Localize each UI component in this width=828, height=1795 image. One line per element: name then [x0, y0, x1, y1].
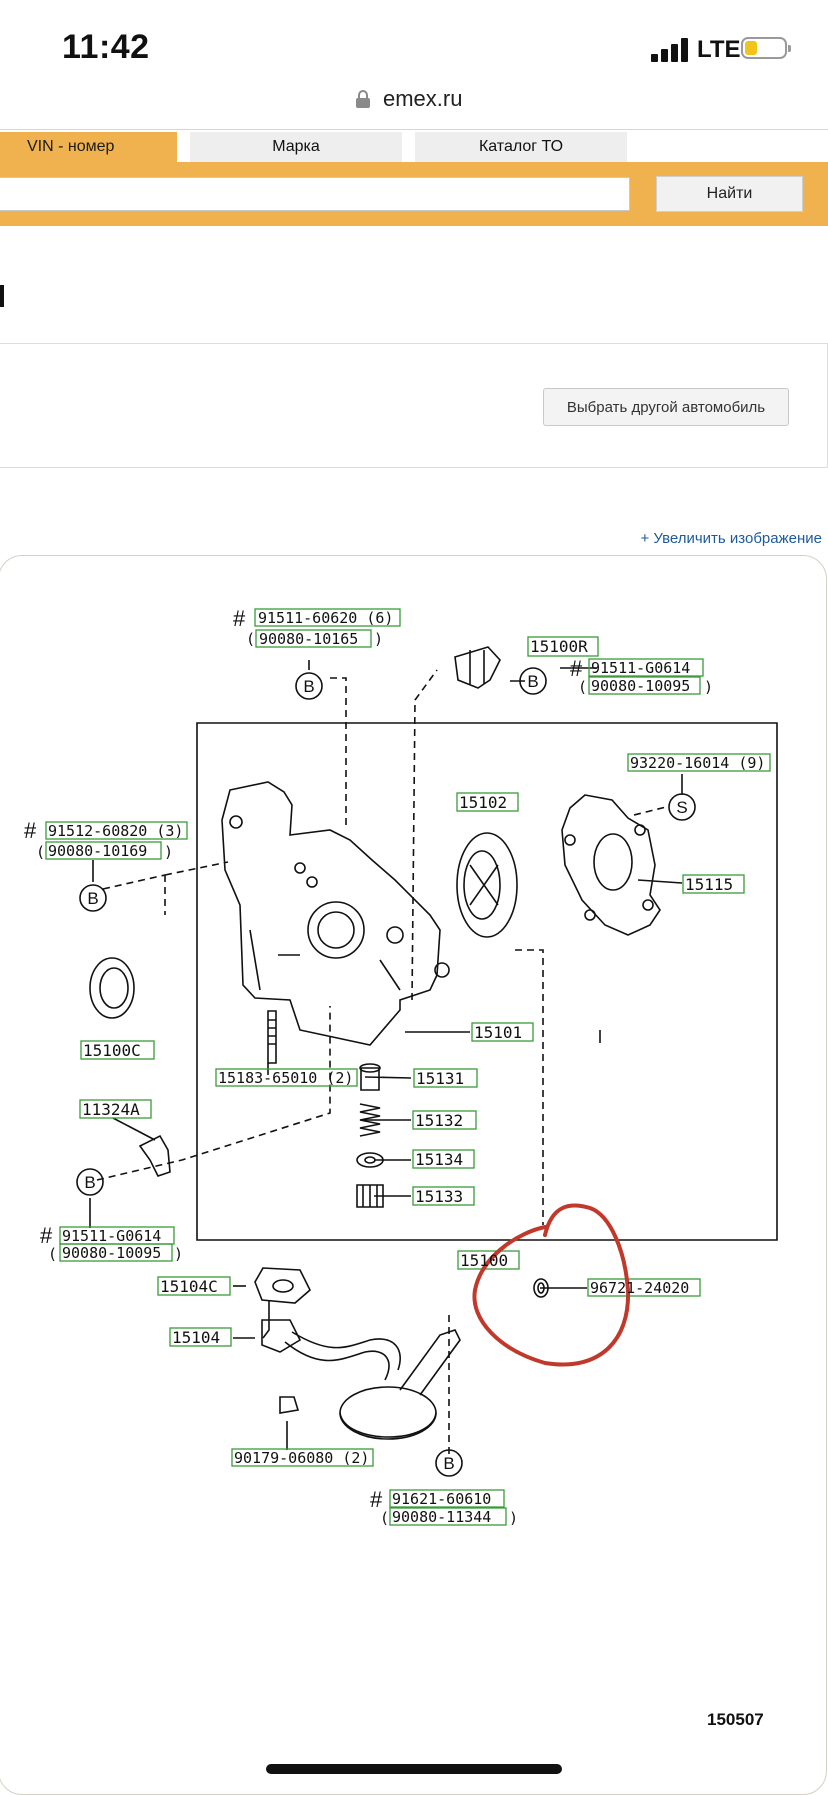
part-label[interactable]: 91511-60620 (6): [258, 609, 393, 627]
marker-b-left: [79, 884, 107, 912]
part-label[interactable]: 15104C: [160, 1277, 218, 1296]
part-label[interactable]: 90080-11344: [392, 1508, 491, 1526]
part-label[interactable]: 90080-10095: [62, 1244, 161, 1262]
paren: (: [380, 1509, 389, 1527]
assembly-box: [196, 722, 778, 1241]
marker-s-letter: S: [676, 798, 687, 817]
part-label[interactable]: 15134: [415, 1150, 463, 1169]
part-label[interactable]: 15104: [172, 1328, 220, 1347]
part-label[interactable]: 91621-60610: [392, 1490, 491, 1508]
washer: [356, 1152, 384, 1168]
part-label[interactable]: 15115: [685, 875, 733, 894]
part-label[interactable]: 90080-10169: [48, 842, 147, 860]
part-label[interactable]: 93220-16014 (9): [630, 754, 765, 772]
marker-b-lower-letter: B: [84, 1173, 95, 1192]
battery-icon: [741, 37, 791, 59]
paren: ): [174, 1245, 183, 1263]
bracket: [138, 1134, 171, 1177]
inner-rotor: [456, 832, 518, 938]
part-label[interactable]: 11324A: [82, 1100, 140, 1119]
address-divider: [0, 129, 828, 130]
paren: ): [509, 1509, 518, 1527]
plug: [356, 1184, 384, 1208]
oil-pump-body: [221, 781, 441, 1046]
sensor: [454, 646, 501, 689]
stud: [267, 1010, 277, 1064]
hash-mark: #: [40, 1223, 53, 1248]
search-input[interactable]: [0, 177, 630, 211]
gasket: [254, 1267, 311, 1304]
tab-brand[interactable]: Марка: [190, 132, 402, 162]
part-label[interactable]: 15131: [416, 1069, 464, 1088]
marker-b-left-letter: B: [87, 889, 98, 908]
marker-b-lower: [76, 1168, 104, 1196]
paren: ): [164, 843, 173, 861]
lock-icon: [356, 90, 370, 108]
tab-maintenance-catalog[interactable]: Каталог ТО: [415, 132, 627, 162]
oil-seal: [89, 957, 135, 1019]
figure-number: 150507: [707, 1710, 764, 1729]
home-indicator[interactable]: [266, 1764, 562, 1774]
oil-strainer: [261, 1319, 302, 1353]
enlarge-image-link[interactable]: + Увеличить изображение: [640, 530, 822, 547]
marker-b-right: [519, 667, 547, 695]
part-label[interactable]: 90080-10165: [259, 630, 358, 648]
part-label[interactable]: 15101: [474, 1023, 522, 1042]
part-label[interactable]: 15102: [459, 793, 507, 812]
marker-b-top-letter: B: [303, 677, 314, 696]
part-label[interactable]: 90080-10095: [591, 677, 690, 695]
url-text[interactable]: emex.ru: [383, 86, 463, 111]
part-label[interactable]: 15183-65010 (2): [218, 1069, 353, 1087]
part-label[interactable]: 15100C: [83, 1041, 141, 1060]
highlight-circle: [472, 1203, 631, 1367]
paren: (: [578, 678, 587, 696]
hash-mark: #: [24, 818, 37, 843]
relief-valve: [360, 1067, 380, 1091]
paren: ): [704, 678, 713, 696]
marker-s: [668, 793, 696, 821]
paren: ): [374, 630, 383, 648]
paren: (: [36, 843, 45, 861]
signal-icon: [651, 38, 689, 62]
paren: (: [246, 630, 255, 648]
hash-mark: #: [570, 656, 583, 681]
o-ring: [533, 1278, 549, 1298]
status-time: 11:42: [62, 28, 150, 66]
part-label[interactable]: 90179-06080 (2): [234, 1449, 369, 1467]
paren: (: [48, 1245, 57, 1263]
part-label[interactable]: 96721-24020: [590, 1279, 689, 1297]
hash-mark: #: [233, 606, 246, 631]
find-button[interactable]: Найти: [656, 176, 803, 212]
pump-cover: [561, 794, 661, 936]
part-label[interactable]: 91511-G0614: [591, 659, 690, 677]
page-title-fragment: [0, 285, 4, 307]
marker-b-right-letter: B: [527, 672, 538, 691]
marker-b-bottom-letter: B: [443, 1454, 454, 1473]
part-label[interactable]: 91512-60820 (3): [48, 822, 183, 840]
choose-other-car-button[interactable]: Выбрать другой автомобиль: [543, 388, 789, 426]
marker-b-bottom: [435, 1449, 463, 1477]
hash-mark: #: [370, 1487, 383, 1512]
part-label[interactable]: 15100R: [530, 637, 588, 656]
part-label[interactable]: 15100: [460, 1251, 508, 1270]
tab-vin[interactable]: VIN - номер: [0, 132, 177, 162]
network-type: LTE: [697, 36, 741, 63]
part-label[interactable]: 91511-G0614: [62, 1227, 161, 1245]
part-label[interactable]: 15133: [415, 1187, 463, 1206]
spring: [359, 1103, 381, 1137]
parts-diagram[interactable]: B B S B B B # # # # # ( ) ( ) ( ) ( ) ( …: [0, 560, 828, 1760]
marker-b-top: [295, 672, 323, 700]
part-label[interactable]: 15132: [415, 1111, 463, 1130]
